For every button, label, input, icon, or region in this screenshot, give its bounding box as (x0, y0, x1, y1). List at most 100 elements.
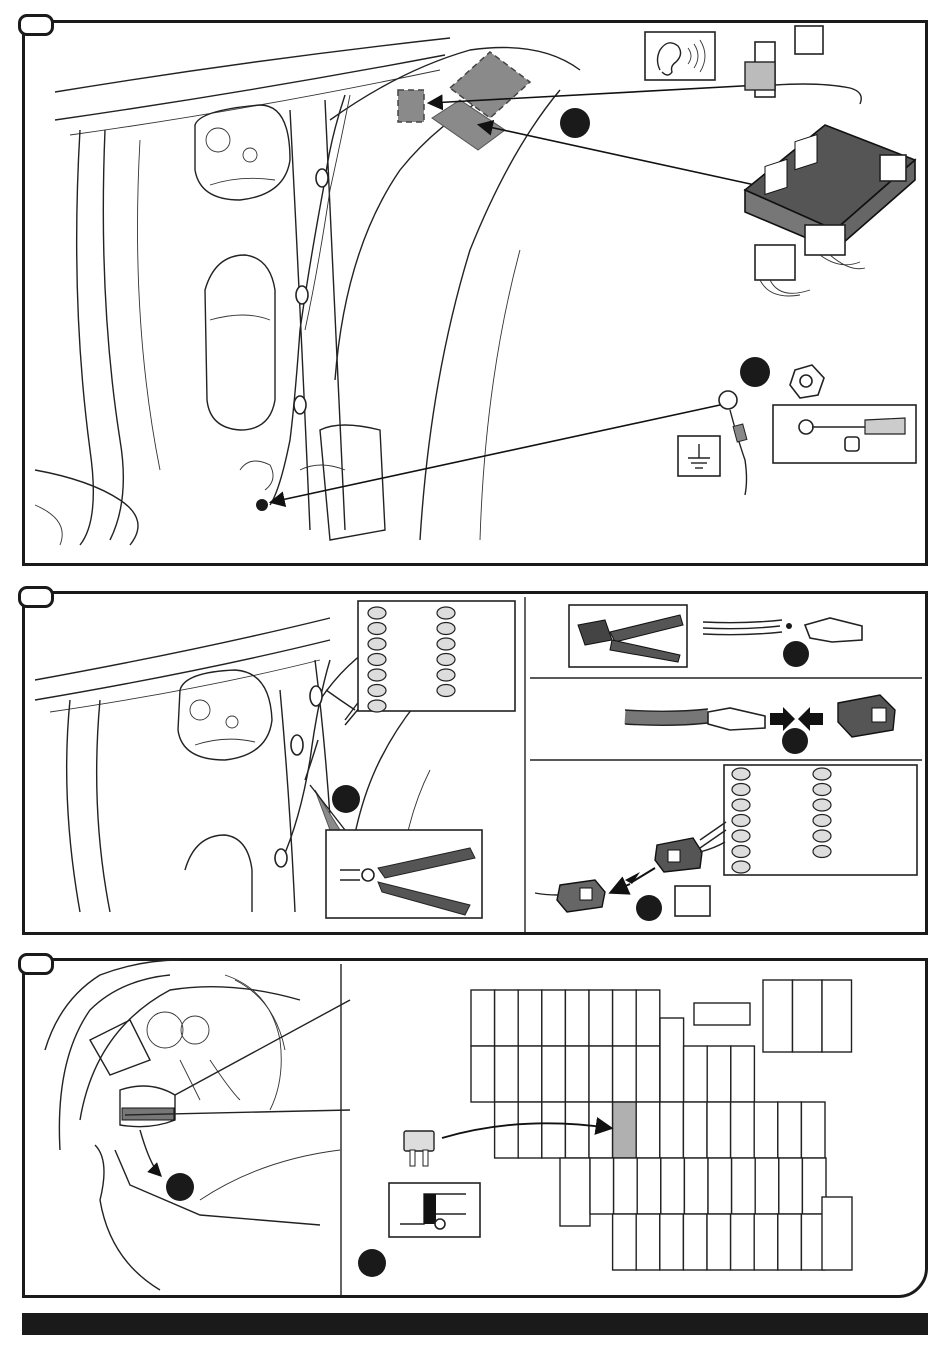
crimping-pliers-icon (569, 605, 687, 667)
relay-block (763, 980, 793, 1052)
fuse-slot (707, 1046, 731, 1102)
fuse-slot (518, 1102, 542, 1158)
fuse-slot (660, 1214, 684, 1270)
fuse-slot (636, 1214, 660, 1270)
fuse-slot (495, 1102, 519, 1158)
fuse-slot (731, 1214, 755, 1270)
fuse-slot (684, 1046, 708, 1102)
ground-symbol-icon (678, 436, 720, 476)
fuse-slot (707, 1102, 731, 1158)
step-2-badge-3 (782, 728, 808, 754)
fuse-slot (732, 1158, 756, 1214)
fuse-slot (754, 1214, 778, 1270)
fuse-slot (542, 1046, 566, 1102)
pin-left (368, 700, 386, 712)
fuse-slot (565, 1102, 589, 1158)
step-2-badge-1 (332, 785, 360, 813)
pin-left (732, 861, 750, 873)
relay-slot (694, 1003, 750, 1025)
pin-right (437, 638, 455, 650)
pin-right (437, 607, 455, 619)
step-1-label-box-b (880, 155, 906, 181)
step-2-badge-2 (783, 641, 809, 667)
step-3-dashboard-view (45, 960, 350, 1290)
fuse-slot (613, 990, 637, 1046)
step-2-pin-table-top (345, 601, 515, 725)
fuse-slot (801, 1102, 825, 1158)
pin-right (437, 669, 455, 681)
pin-left (732, 799, 750, 811)
fuse-slot (707, 1214, 731, 1270)
fuse-slot (660, 1102, 684, 1158)
fuse-slot (683, 1214, 707, 1270)
pin-left (732, 830, 750, 842)
step-2-pin-table-bottom (700, 765, 917, 875)
fuse-slot (636, 1046, 660, 1102)
fuse-slot (542, 990, 566, 1046)
wire-with-terminal (703, 618, 862, 642)
pin-left (732, 815, 750, 827)
fuse-slot (495, 990, 519, 1046)
fuse-slot (613, 1046, 637, 1102)
step-1-label-box-a (795, 26, 823, 54)
fuse-slot (589, 1102, 613, 1158)
pin-right (437, 685, 455, 697)
fuse-slot (755, 1158, 779, 1214)
pin-left (368, 654, 386, 666)
pin-left (368, 669, 386, 681)
target-fuse-slot (613, 1102, 637, 1158)
ear-sound-icon (645, 32, 715, 80)
fuse-slot (636, 990, 660, 1046)
fuse-slot (542, 1102, 566, 1158)
fuse-slot (660, 1018, 684, 1102)
fuse-slot (731, 1046, 755, 1102)
fuse-slot (684, 1158, 708, 1214)
module-arrow (480, 125, 755, 185)
pin-left (368, 607, 386, 619)
ratchet-wrench-icon (773, 405, 916, 463)
nut-component (790, 365, 824, 398)
fuse-slot (565, 1046, 589, 1102)
pin-left (732, 768, 750, 780)
fuse-slot (471, 1046, 495, 1102)
pin-right (813, 846, 831, 858)
pin-right (813, 830, 831, 842)
fuse-slot (589, 990, 613, 1046)
fuse-slot (560, 1158, 590, 1226)
relay-block (793, 980, 823, 1052)
fuse-slot (590, 1158, 614, 1214)
fuse-slot (636, 1102, 660, 1158)
pin-right (437, 623, 455, 635)
buzzer-location-marker (398, 90, 424, 122)
pin-right (813, 815, 831, 827)
fuse-slot (661, 1158, 685, 1214)
fuse-slot (613, 1214, 637, 1270)
pin-right (813, 784, 831, 796)
fuse-slot (471, 990, 495, 1046)
step-3-badge-2 (358, 1249, 386, 1277)
step-1-badge-2 (740, 357, 770, 387)
fuse-slot (731, 1102, 755, 1158)
fuse-slot (778, 1214, 802, 1270)
ground-lead (719, 391, 747, 495)
step-2-badge-4 (636, 895, 662, 921)
terminal-insertion (625, 695, 895, 737)
pin-right (813, 768, 831, 780)
pin-right (437, 654, 455, 666)
buzzer-component (745, 26, 861, 104)
pin-right (813, 799, 831, 811)
fuse-box (471, 980, 852, 1270)
pin-left (368, 638, 386, 650)
relay-block (822, 980, 852, 1052)
fuse-slot (708, 1158, 732, 1214)
step-3-badge-1 (166, 1173, 194, 1201)
fuse-slot (637, 1158, 661, 1214)
fuse-location-icon (389, 1183, 480, 1237)
step-1-badge-1 (560, 108, 590, 138)
pin-left (732, 846, 750, 858)
pin-left (732, 784, 750, 796)
step-1-trunk-interior (35, 38, 580, 545)
pin-left (368, 685, 386, 697)
fuse-slot (779, 1158, 803, 1214)
